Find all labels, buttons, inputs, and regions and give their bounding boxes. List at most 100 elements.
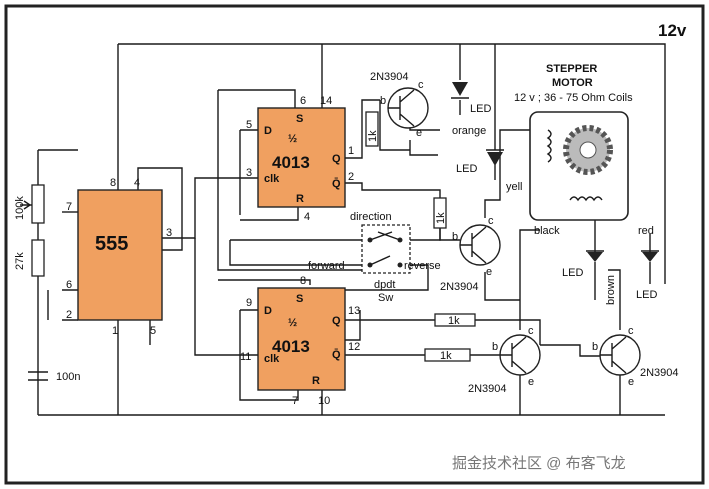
pin-label: 3 <box>166 227 172 239</box>
capacitor-symbol <box>28 371 48 381</box>
pin-label: 7 <box>292 395 298 407</box>
pin-label: 4 <box>134 177 140 189</box>
led-label: LED <box>636 289 657 301</box>
led-black: LED <box>562 250 604 279</box>
pin-label: 11 <box>240 351 251 363</box>
pin-label: 10 <box>318 395 330 407</box>
pin-c: c <box>488 215 494 227</box>
pin-b: b <box>492 341 498 353</box>
pin-function: Q <box>332 153 341 165</box>
pin-function: Q <box>332 315 341 327</box>
switch-reverse-label: reverse <box>404 260 441 272</box>
ic-555: 555 8 4 7 6 2 3 1 5 <box>66 177 172 337</box>
transistor-q3: 2N3904 b c e <box>468 325 541 395</box>
motor-title-2: MOTOR <box>552 77 593 89</box>
ic-555-label: 555 <box>95 233 128 255</box>
pin-function: clk <box>264 173 280 185</box>
motor-spec: 12 v ; 36 - 75 Ohm Coils <box>514 92 633 104</box>
switch-name-label-2: Sw <box>378 292 393 304</box>
pin-c: c <box>628 325 634 337</box>
pin-label: 7 <box>66 201 72 213</box>
pin-label: 12 <box>348 341 360 353</box>
ic-4013-top: D clk S Q Q̄ R ½ 4013 5 3 6 14 1 2 4 <box>246 95 354 223</box>
pin-label: 2 <box>66 309 72 321</box>
pin-label: 2 <box>348 171 354 183</box>
q2-label: 2N3904 <box>440 281 479 293</box>
switch-name-label: dpdt <box>374 279 395 291</box>
led-label: LED <box>456 163 477 175</box>
led-orange: LED <box>451 82 491 115</box>
wire-color-labels: orange yell black red brown <box>452 125 654 305</box>
pin-e: e <box>486 266 492 278</box>
pin-function: D <box>264 125 272 137</box>
pin-label: 5 <box>246 119 252 131</box>
pin-label: 6 <box>300 95 306 107</box>
stepper-motor: STEPPER MOTOR 12 v ; 36 - 75 Ohm Coils <box>514 63 633 221</box>
transistor-q1: 2N3904 b c e <box>370 71 429 139</box>
resistors-1k: 1k 1k 1k 1k <box>365 111 476 362</box>
pin-label: 8 <box>110 177 116 189</box>
pin-label: 14 <box>320 95 332 107</box>
resistor-1k-label: 1k <box>367 130 379 142</box>
ic-4013-bottom-label: 4013 <box>272 337 310 356</box>
pin-c: c <box>418 79 424 91</box>
wire-brown-label: brown <box>605 275 617 305</box>
led-label: LED <box>470 103 491 115</box>
pin-c: c <box>528 325 534 337</box>
timing-network: 100k 27k 100n <box>14 184 80 383</box>
pin-function: S <box>296 113 303 125</box>
ic-half-label: ½ <box>288 133 297 145</box>
pin-label: 9 <box>246 297 252 309</box>
pin-label: 4 <box>304 211 310 223</box>
ic-4013-bottom: D clk S Q Q̄ R ½ 4013 9 11 8 13 12 7 10 <box>240 275 360 407</box>
led-label: LED <box>562 267 583 279</box>
wire-red-label: red <box>638 225 654 237</box>
pin-label: 1 <box>112 325 118 337</box>
capacitor-label: 100n <box>56 371 80 383</box>
dpdt-switch: direction forward reverse dpdt Sw <box>308 211 441 304</box>
pin-function: S <box>296 293 303 305</box>
resistor-27k-label: 27k <box>14 252 26 270</box>
pin-b: b <box>380 95 386 107</box>
wire-yellow-label: yell <box>506 181 523 193</box>
pin-b: b <box>592 341 598 353</box>
resistor-100k <box>31 184 45 224</box>
wire-black-label: black <box>534 225 560 237</box>
pin-label: 6 <box>66 279 72 291</box>
transistor-q2: 2N3904 b c e <box>440 215 501 293</box>
pin-label: 13 <box>348 305 360 317</box>
pin-function: Q̄ <box>332 178 341 190</box>
pin-label: 3 <box>246 167 252 179</box>
motor-title-1: STEPPER <box>546 63 597 75</box>
pin-e: e <box>628 376 634 388</box>
wiring <box>37 43 666 416</box>
supply-voltage-label: 12v <box>658 21 687 40</box>
pin-e: e <box>528 376 534 388</box>
q4-label: 2N3904 <box>640 367 679 379</box>
q3-label: 2N3904 <box>468 383 507 395</box>
pin-function: Q̄ <box>332 349 341 361</box>
pin-e: e <box>416 127 422 139</box>
q1-label: 2N3904 <box>370 71 409 83</box>
watermark-text: 掘金技术社区 @ 布客飞龙 <box>452 455 626 472</box>
wire-orange-label: orange <box>452 125 486 137</box>
switch-forward-label: forward <box>308 260 345 272</box>
pin-function: clk <box>264 353 280 365</box>
resistor-27k <box>31 239 45 277</box>
led-red: LED <box>636 250 659 301</box>
resistor-1k-label: 1k <box>440 350 452 362</box>
resistor-1k-label: 1k <box>448 315 460 327</box>
resistor-1k-label: 1k <box>435 212 447 224</box>
switch-direction-label: direction <box>350 211 392 223</box>
pin-label: 8 <box>300 275 306 287</box>
coil-bottom <box>569 196 603 202</box>
led-yellow: LED <box>456 149 504 175</box>
frame-border <box>4 4 705 485</box>
pin-function: R <box>296 193 304 205</box>
ic-4013-top-label: 4013 <box>272 153 310 172</box>
resistor-100k-label: 100k <box>14 196 26 220</box>
ic-half-label: ½ <box>288 317 297 329</box>
pin-b: b <box>452 231 458 243</box>
